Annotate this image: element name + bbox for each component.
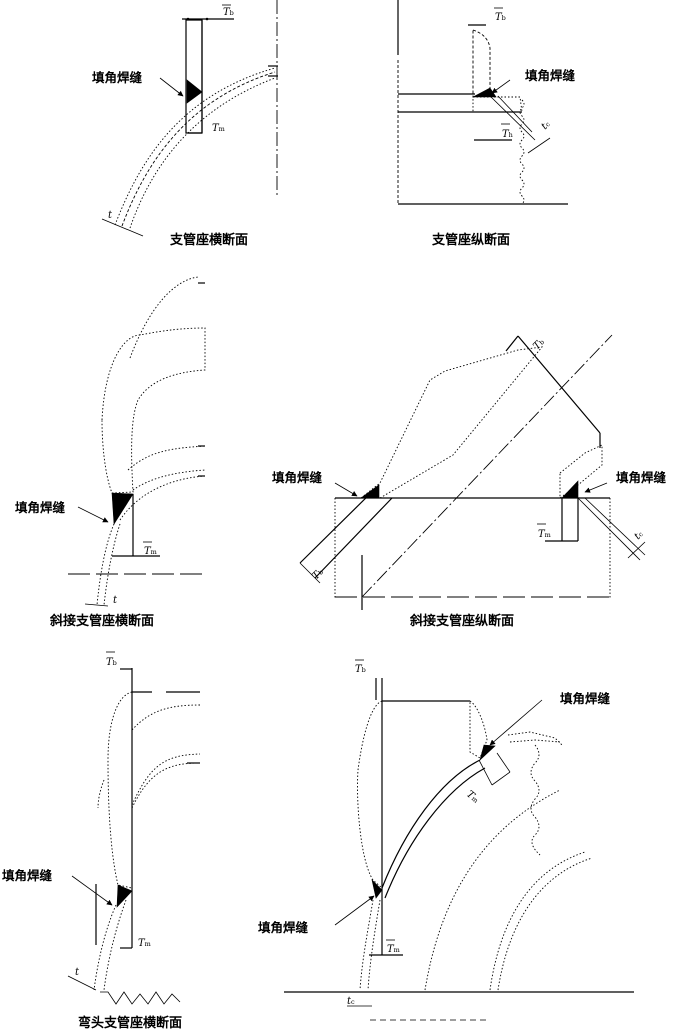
weld-label: 填角焊缝 <box>15 500 66 515</box>
elbow-mid-curve <box>131 753 201 806</box>
panel-caption: 支管座横断面 <box>169 232 248 248</box>
panel-elbow-longitudinal: Tb Tm Tm tc 填角焊缝 填角焊缝 <box>258 659 634 1021</box>
elbow-outer-curve <box>131 704 201 731</box>
weld-label: 填角焊缝 <box>92 70 143 85</box>
dim-label-tm: Tm <box>144 546 157 557</box>
dim-label-t: t <box>75 967 80 978</box>
outlet-body-section <box>107 691 133 889</box>
fillet-weld <box>186 79 203 104</box>
panel-elbow-transverse: Tb Tm t 填角焊缝 弯头支管座横断面 <box>2 651 201 1031</box>
outer-contour <box>129 276 199 359</box>
dim-label-tm: Tm <box>138 938 151 949</box>
dim-label-tc: tc <box>632 529 645 542</box>
break-line <box>100 991 181 1005</box>
fillet-weld-left <box>360 484 380 499</box>
dim-label-tm: Tm <box>538 529 551 540</box>
panel-branch-transverse: Tb Tm 填角焊缝 t 支管座横断面 <box>92 0 278 248</box>
fillet-weld-right <box>561 480 579 499</box>
dim-label-tb-upper: Tb <box>531 337 546 352</box>
elbow-outer-wall <box>381 759 481 889</box>
weld-label-lower: 填角焊缝 <box>258 920 309 935</box>
dim-label-tm: Tm <box>212 123 225 134</box>
dim-label-t: t <box>113 595 118 606</box>
fillet-weld-lower <box>371 879 383 899</box>
fillet-weld <box>116 884 133 908</box>
dim-label-tb: Tb <box>223 7 234 18</box>
dim-label-th: Th <box>502 129 513 140</box>
run-pipe-curve <box>119 475 206 521</box>
panel-caption: 斜接支管座横断面 <box>49 613 154 629</box>
outlet-body-section <box>101 327 206 494</box>
weld-label-left: 填角焊缝 <box>272 470 323 485</box>
fillet-weld <box>111 492 134 525</box>
elbow-centerline-arc <box>424 789 561 991</box>
weld-label: 填角焊缝 <box>525 68 576 83</box>
panel-caption: 斜接支管座纵断面 <box>409 613 514 629</box>
weld-label-upper: 填角焊缝 <box>560 691 611 706</box>
panel-caption: 支管座纵断面 <box>431 232 510 248</box>
dim-label-tb: Tb <box>355 664 366 675</box>
panel-branch-longitudinal: Tb Th tc 填角焊缝 支管座纵断面 <box>397 0 576 248</box>
run-pipe-inner-curve <box>129 77 276 229</box>
branch-offset-lines <box>507 731 563 746</box>
branch-curve-1 <box>127 445 206 471</box>
dim-label-tb: Tb <box>106 657 117 668</box>
dim-label-tm-upper: Tm <box>464 789 481 806</box>
outlet-body-section-left <box>357 700 383 890</box>
dim-label-tc: tc <box>347 996 355 1007</box>
dim-label-tc: tc <box>539 119 552 132</box>
fillet-weld-upper <box>479 744 496 761</box>
weld-label-right: 填角焊缝 <box>616 470 667 485</box>
weld-label: 填角焊缝 <box>2 868 53 883</box>
break-line <box>519 99 525 205</box>
elbow-inner-wall <box>489 851 586 991</box>
outlet-bore-mask <box>187 55 201 71</box>
dim-label-t: t <box>108 210 113 221</box>
panel-lateral-longitudinal: Tm Tb Tb tc 填角焊缝 填角焊缝 斜接支管座纵断面 <box>272 334 667 629</box>
outlet-body-section <box>359 346 544 499</box>
panel-caption: 弯头支管座横断面 <box>78 1015 182 1031</box>
panel-lateral-transverse: Tm t 填角焊缝 斜接支管座横断面 <box>15 276 206 629</box>
break-line <box>530 744 541 856</box>
outlet-body-section <box>472 29 491 98</box>
dim-label-tm-lower: Tm <box>387 944 400 955</box>
dim-label-tb: Tb <box>495 12 506 23</box>
branch-axis <box>361 334 613 598</box>
